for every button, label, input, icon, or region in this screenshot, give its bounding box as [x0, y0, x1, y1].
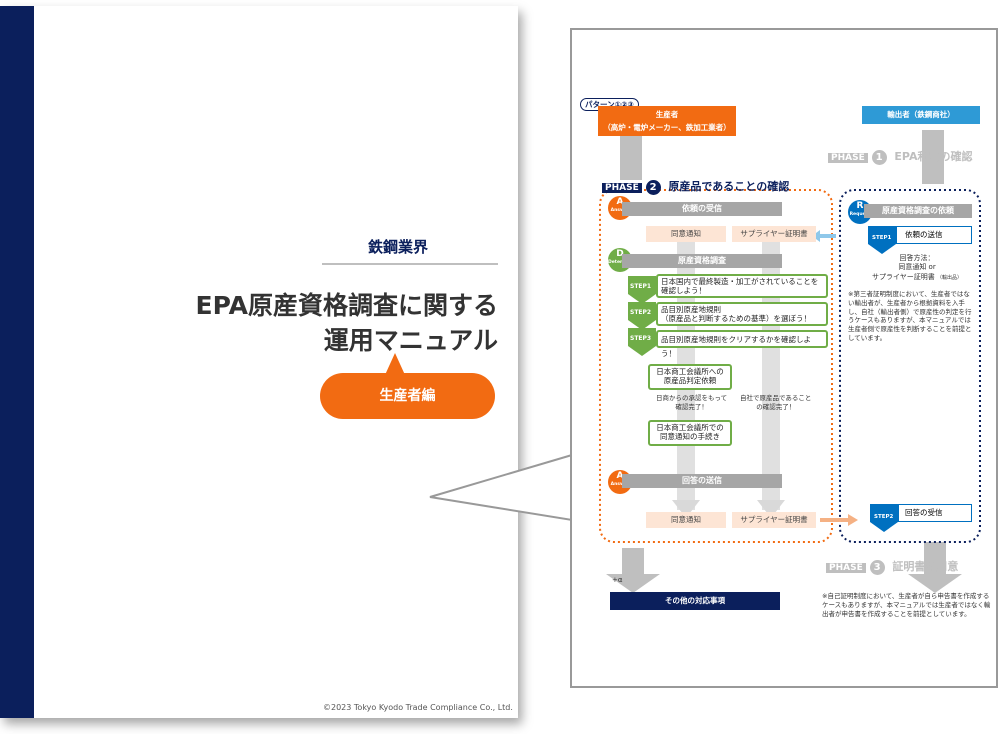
copyright: ©2023 Tokyo Kyodo Trade Compliance Co., …: [323, 703, 513, 712]
jcci-request-box: 日本商工会議所への 原産品判定依頼: [648, 364, 732, 390]
phase3-heading: PHASE 3 証明書の用意: [826, 558, 958, 575]
producer-title: 生産者: [655, 110, 679, 119]
cover-title-line1: EPA原産資格調査に関する: [195, 291, 498, 320]
receive-step2-label: STEP2: [874, 514, 894, 520]
phase1-label: PHASE: [828, 153, 868, 163]
jcci-consent-box: 日本商工会議所での 同意通知の手続き: [648, 420, 732, 446]
producer-subtitle: （高炉・電炉メーカー、鉄加工業者）: [603, 123, 731, 132]
phase1-heading: PHASE 1 EPA利用の確認: [828, 148, 973, 165]
receive-reply-box: 回答の受信: [898, 504, 972, 522]
edition-bubble-tip: [385, 353, 405, 375]
phase2-label: PHASE: [602, 183, 642, 193]
phase2-heading: PHASE 2 原産品であることの確認: [602, 178, 789, 195]
cover-title-line2: 運用マニュアル: [323, 326, 498, 355]
phase3-label: PHASE: [826, 563, 866, 573]
request-step1-label: STEP1: [872, 235, 892, 241]
manual-cover: 鉄鋼業界 EPA原産資格調査に関する 運用マニュアル 生産者編 ©2023 To…: [0, 6, 518, 718]
cover-spine: [0, 6, 34, 718]
bottom-note: ※自己証明制度において、生産者が自ら申告書を作成するケースもありますが、本マニュ…: [822, 592, 991, 618]
exporter-header: 輸出者（鉄鋼商社）: [862, 106, 980, 124]
receive-request-bar: 依頼の受信: [622, 202, 782, 216]
consent-notice-box-bottom: 同意通知: [646, 512, 726, 528]
phase1-number: 1: [871, 150, 887, 165]
step1-box: 日本国内で最終製造・加工がされていることを 確認しよう！: [656, 274, 828, 298]
industry-label: 鉄鋼業界: [368, 238, 429, 256]
edition-badge: 生産者編: [320, 373, 495, 419]
plus-alpha: +α: [612, 576, 623, 584]
producer-header: 生産者 （高炉・電炉メーカー、鉄加工業者）: [598, 106, 736, 136]
self-done-text: 自社で原産品であること の確認完了！: [740, 394, 812, 411]
other-matters-bar: その他の対応事項: [610, 592, 780, 610]
step3-box: 品目別原産地規則をクリアするかを確認しよう！: [656, 330, 828, 358]
phase3-number: 3: [869, 560, 885, 575]
origin-survey-bar: 原産資格調査: [622, 254, 782, 268]
reply-method: 回答方法： 同意通知 or サプライヤー証明書 （輸出品）: [872, 254, 963, 281]
step1-label: STEP1: [630, 283, 652, 290]
send-reply-bar: 回答の送信: [622, 474, 782, 488]
flow-panel: パターン①②③ 生産者 （高炉・電炉メーカー、鉄加工業者） 輸出者（鉄鋼商社） …: [570, 28, 998, 688]
phase2-number: 2: [645, 180, 661, 195]
step3-label: STEP3: [630, 335, 652, 342]
exporter-note: ※第三者証明制度において、生産者ではない輸出者が、生産者から根拠資料を入手し、自…: [848, 290, 972, 342]
consent-notice-box: 同意通知: [646, 226, 726, 242]
supplier-cert-box: サプライヤー証明書: [732, 226, 816, 242]
phase3-title: 証明書の用意: [892, 560, 959, 573]
divider: [322, 263, 498, 265]
phase2-title: 原産品であることの確認: [668, 180, 790, 193]
supplier-cert-box-bottom: サプライヤー証明書: [732, 512, 816, 528]
step2-label: STEP2: [630, 309, 652, 316]
send-request-box: 依頼の送信: [896, 226, 972, 244]
jcci-done-text: 日商からの承認をもって 確認完了！: [656, 394, 728, 411]
phase1-title: EPA利用の確認: [894, 150, 973, 163]
step2-box: 品目別原産地規則 （原産品と判断するための基準）を選ぼう！: [656, 302, 828, 326]
survey-request-bar: 原産資格調査の依頼: [864, 204, 972, 218]
